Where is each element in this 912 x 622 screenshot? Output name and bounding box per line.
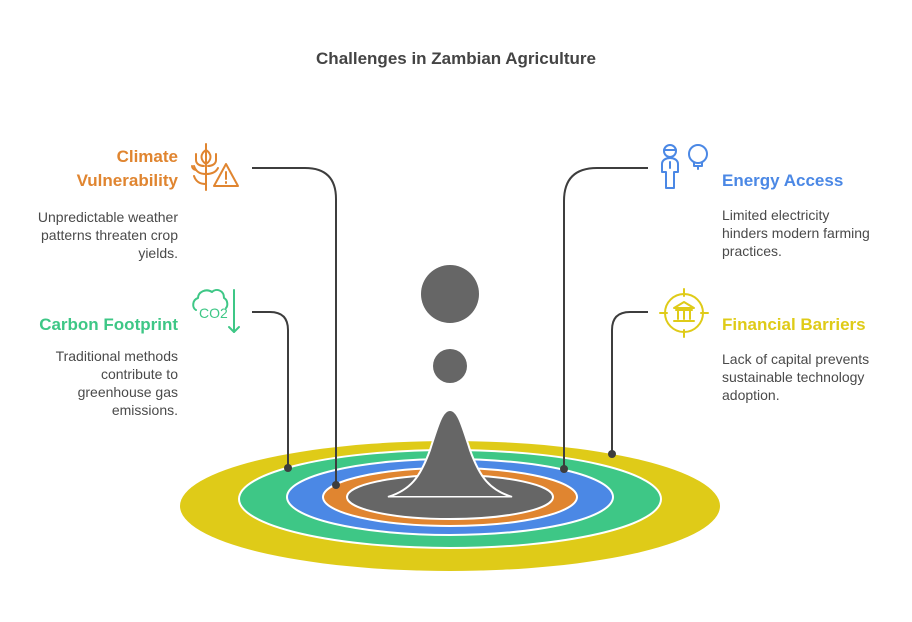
description-line: contribute to <box>100 366 178 382</box>
description-line: Lack of capital prevents <box>722 351 870 367</box>
description-line: yields. <box>138 245 178 261</box>
connector-climate <box>252 167 337 484</box>
description-line: practices. <box>722 243 782 259</box>
description-line: emissions. <box>111 402 178 418</box>
connector-dot-energy <box>560 465 568 473</box>
co2-label: CO2 <box>199 305 228 321</box>
drop-small <box>433 349 467 383</box>
description-line: Unpredictable weather <box>37 209 178 225</box>
description-financial-barriers: Lack of capital prevents sustainable tec… <box>722 350 869 404</box>
connector-dot-financial <box>608 450 616 458</box>
co2-cloud-down-icon: CO2 <box>192 289 240 333</box>
description-line: Limited electricity <box>722 207 830 223</box>
heading-line: Vulnerability <box>76 171 178 190</box>
connector-dot-climate <box>332 481 340 489</box>
description-line: patterns threaten crop <box>41 227 178 243</box>
heading-carbon-footprint: Carbon Footprint <box>39 315 178 334</box>
description-line: Traditional methods <box>55 348 178 364</box>
description-climate-vulnerability: Unpredictable weather patterns threaten … <box>38 208 178 262</box>
page-title: Challenges in Zambian Agriculture <box>316 49 596 68</box>
splash-peak <box>387 408 513 498</box>
description-energy-access: Limited electricity hinders modern farmi… <box>722 206 870 260</box>
description-line: hinders modern farming <box>722 225 870 241</box>
connector-dot-carbon <box>284 464 292 472</box>
connector-energy <box>563 167 648 469</box>
heading-energy-access: Energy Access <box>722 171 844 190</box>
connector-financial <box>611 311 648 453</box>
description-line: greenhouse gas <box>77 384 178 400</box>
person-lightbulb-icon <box>661 144 708 189</box>
description-line: adoption. <box>722 387 780 403</box>
heading-line: Climate <box>116 147 178 166</box>
bank-target-icon <box>659 288 709 338</box>
heading-climate-vulnerability: Climate Vulnerability <box>77 145 178 193</box>
heading-financial-barriers: Financial Barriers <box>722 315 866 334</box>
description-line: sustainable technology <box>722 369 865 385</box>
drop-large <box>421 265 479 323</box>
connector-carbon <box>252 311 289 467</box>
description-carbon-footprint: Traditional methods contribute to greenh… <box>56 347 178 419</box>
wheat-warning-icon <box>191 143 239 191</box>
